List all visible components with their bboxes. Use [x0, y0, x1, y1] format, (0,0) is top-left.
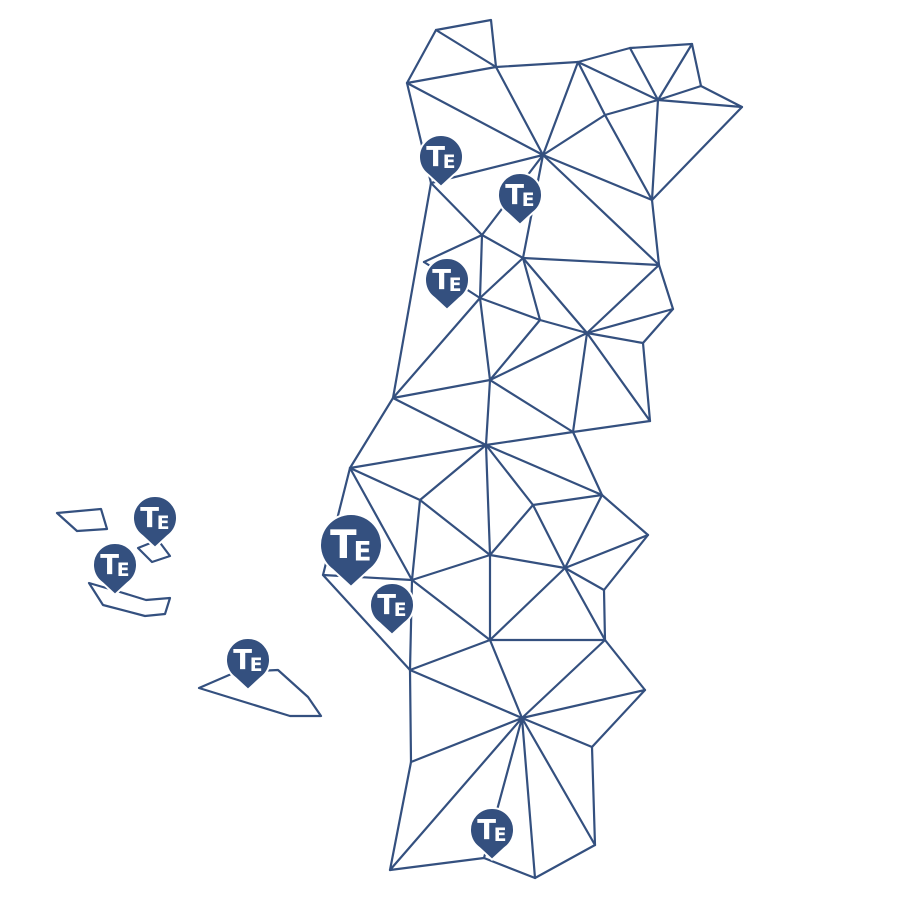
marker-letter-t: T — [432, 264, 451, 296]
marker-letter-e: E — [353, 538, 371, 568]
te-location-pin-icon[interactable]: TE — [225, 637, 271, 692]
te-location-pin-icon[interactable]: TE — [92, 542, 138, 597]
marker-letter-t: T — [477, 814, 496, 846]
te-location-pin-icon[interactable]: TE — [319, 513, 383, 589]
mainland-mesh — [321, 18, 744, 880]
te-location-pin-icon[interactable]: TE — [497, 172, 543, 227]
marker-letter-e: E — [117, 560, 130, 581]
marker-letter-e: E — [394, 600, 407, 621]
marker-letter-e: E — [522, 190, 535, 211]
marker-letter-e: E — [250, 655, 263, 676]
marker-letter-t: T — [233, 644, 252, 676]
te-location-pin-icon[interactable]: TE — [424, 257, 470, 312]
marker-letter-t: T — [426, 141, 445, 173]
te-location-pin-icon[interactable]: TE — [418, 134, 464, 189]
marker-letter-e: E — [449, 275, 462, 296]
marker-letter-t: T — [100, 549, 119, 581]
marker-letter-t: T — [330, 523, 357, 568]
marker-letter-e: E — [443, 152, 456, 173]
marker-letter-e: E — [157, 513, 170, 534]
te-location-pin-icon[interactable]: TE — [469, 807, 515, 862]
te-location-pin-icon[interactable]: TE — [132, 495, 178, 550]
te-location-pin-icon[interactable]: TE — [369, 582, 415, 637]
marker-letter-t: T — [140, 502, 159, 534]
marker-letter-e: E — [494, 825, 507, 846]
marker-letter-t: T — [377, 589, 396, 621]
marker-letter-t: T — [505, 179, 524, 211]
